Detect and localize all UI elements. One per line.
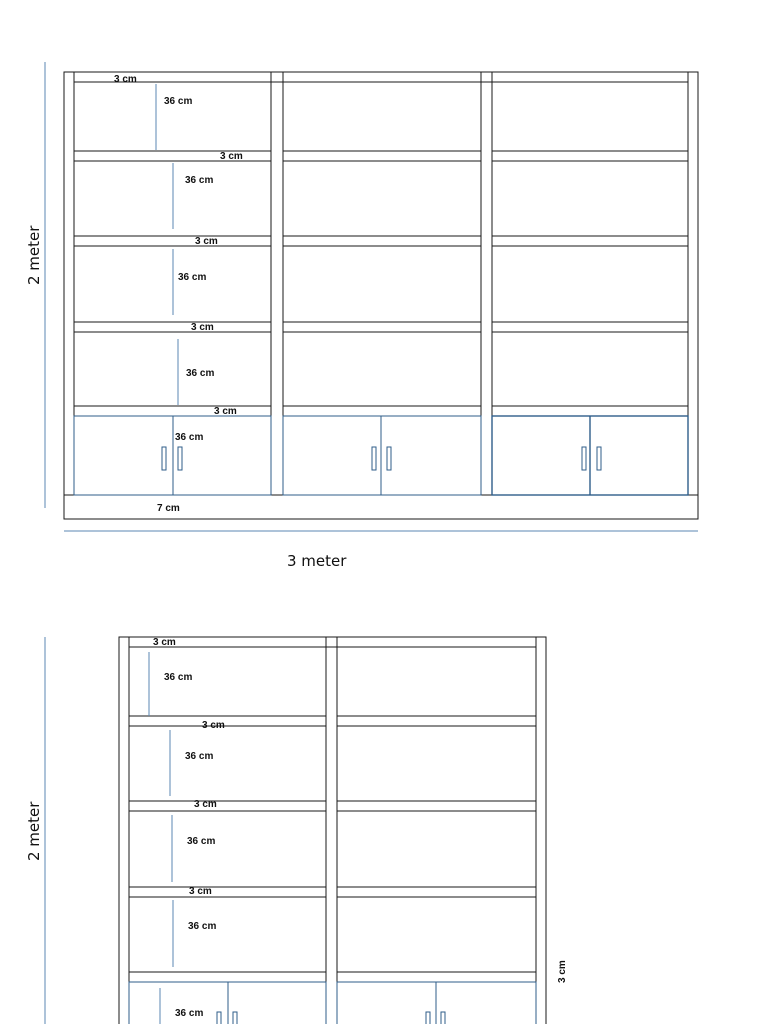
board-thickness-label: 3 cm (114, 74, 137, 85)
door-handle (216, 1011, 222, 1024)
shelf-height-label: 36 cm (188, 921, 216, 932)
dimension-lines-bottom (44, 637, 174, 1024)
outer-frame (118, 636, 547, 1024)
side-panel-right (687, 71, 699, 496)
cabinet-2-section (118, 636, 547, 1024)
board-thickness-label: 3 cm (153, 637, 176, 648)
shelves-top (73, 81, 689, 417)
shelf-height-label: 36 cm (185, 751, 213, 762)
door-handle (425, 1011, 431, 1024)
board-thickness-label: 3 cm (214, 406, 237, 417)
side-panel-right (535, 636, 547, 1024)
board-thickness-label: 3 cm (194, 799, 217, 810)
side-panel-left (63, 71, 75, 496)
shelf-height-label: 36 cm (175, 432, 203, 443)
shelf-height-label: 36 cm (187, 836, 215, 847)
door-handle (440, 1011, 446, 1024)
board-thickness-label: 3 cm (220, 151, 243, 162)
side-thickness-label: 3 cm (557, 960, 568, 983)
shelf-height-label: 36 cm (185, 175, 213, 186)
board-thickness-label: 3 cm (189, 886, 212, 897)
doors-top (73, 415, 689, 496)
shelves-bottom (128, 646, 537, 983)
width-label: 3 meter (287, 552, 347, 570)
shelf-height-label: 36 cm (175, 1008, 203, 1019)
shelf-height-label: 36 cm (186, 368, 214, 379)
divider-1 (325, 636, 338, 1024)
shelf-height-label: 36 cm (178, 272, 206, 283)
board-thickness-label: 3 cm (191, 322, 214, 333)
shelf-height-label: 36 cm (164, 96, 192, 107)
door-handle (232, 1011, 238, 1024)
door-handle (161, 446, 167, 471)
door-handle (386, 446, 392, 471)
height-label: 2 meter (25, 225, 43, 285)
board-thickness-label: 3 cm (195, 236, 218, 247)
door-handle (581, 446, 587, 471)
side-panel-left (118, 636, 130, 1024)
height-label: 2 meter (25, 801, 43, 861)
shelf-height-label: 36 cm (164, 672, 192, 683)
divider-1 (270, 71, 284, 496)
plinth-height-label: 7 cm (157, 503, 180, 514)
board-thickness-label: 3 cm (202, 720, 225, 731)
door-handle (596, 446, 602, 471)
door-handle (371, 446, 377, 471)
divider-2 (480, 71, 493, 496)
doors-bottom (128, 981, 537, 1024)
dimension-lines-top (44, 62, 698, 532)
door-handle (177, 446, 183, 471)
